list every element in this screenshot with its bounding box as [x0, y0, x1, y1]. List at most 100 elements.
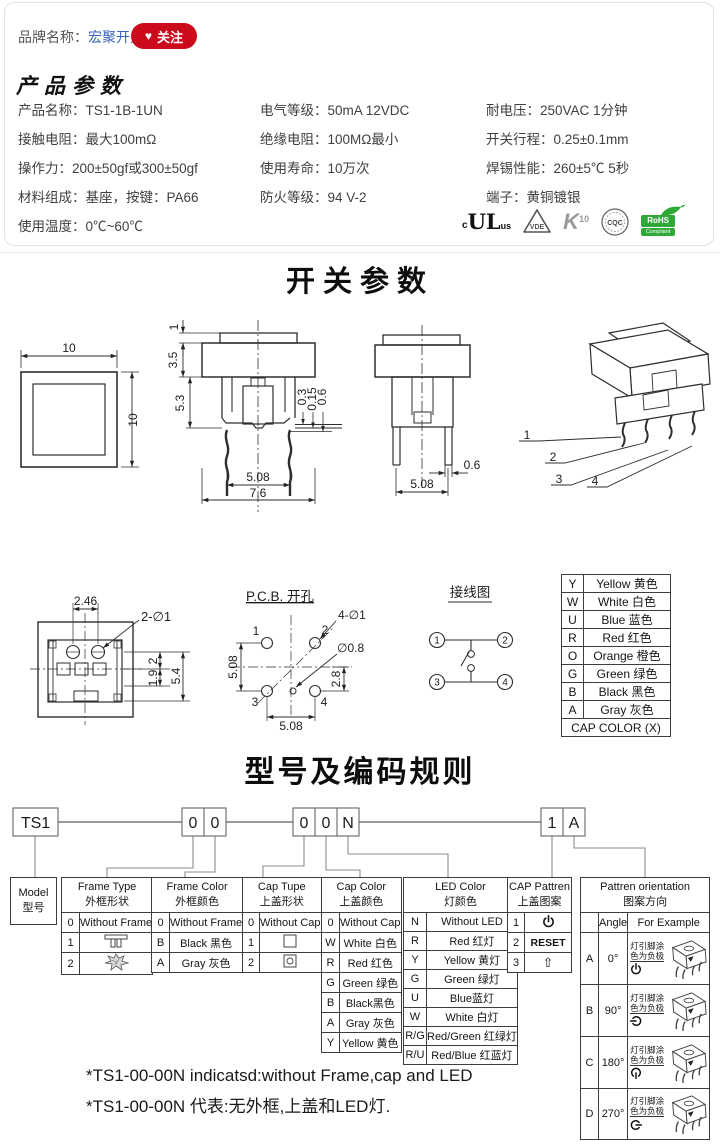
- dim-top-width: 10: [62, 341, 76, 355]
- dim-bv-19: 1.9: [146, 669, 160, 686]
- dim-bv-2d1: 2-∅1: [141, 609, 171, 624]
- mini-switch-iso: [665, 1042, 709, 1084]
- pcb-hole-2: 2: [322, 623, 329, 637]
- spec-insulation: 绝缘电阻：100MΩ最小: [260, 132, 399, 147]
- arrow-up-icon: ⇧: [524, 952, 572, 973]
- cap-pattern-table: CAP Pattren 上盖图案 1 2 RESET 3 ⇧: [507, 877, 572, 973]
- spec-contact-res: 接触电阻：最大100mΩ: [18, 132, 157, 147]
- pcb-hole-3: 3: [252, 695, 259, 709]
- dim-fv-53: 5.3: [173, 394, 187, 411]
- code-cap-color: 0: [322, 815, 331, 832]
- spec-temperature: 使用温度：0℃~60℃: [18, 219, 143, 234]
- code-cap-type: 0: [300, 815, 309, 832]
- dim-bv-54: 5.4: [169, 667, 183, 684]
- iso-pin-1: 1: [524, 428, 531, 442]
- product-info-card: [4, 2, 714, 246]
- orientation-example-c: 灯引脚涂 色为负极: [629, 1041, 709, 1085]
- top-view-drawing: [20, 350, 139, 468]
- orientation-example-a: 灯引脚涂 色为负极: [629, 937, 709, 981]
- spec-life: 使用寿命：10万次: [260, 161, 370, 176]
- code-frame-color: 0: [211, 815, 220, 832]
- section-title-switch-params: 开关参数: [285, 266, 434, 298]
- spec-force: 操作力：200±50gf或300±50gf: [18, 161, 198, 176]
- brand-name-link[interactable]: 宏聚开关: [88, 29, 144, 45]
- pcb-hole-4: 4: [321, 695, 328, 709]
- orientation-table: Pattren orientation 图案方向 Angle For Examp…: [579, 877, 711, 1140]
- wiring-terminal-1: 1: [434, 636, 440, 647]
- frame-profile-icon: [103, 933, 129, 949]
- code-orientation: A: [569, 815, 580, 832]
- dim-sv-508: 5.08: [410, 477, 434, 491]
- spec-product-name: 产品名称：TS1-1B-1UN: [18, 103, 163, 118]
- spec-solder: 焊锡性能：260±5℃ 5秒: [486, 161, 630, 176]
- ul-icon: c UL us: [462, 209, 512, 235]
- brand-row: 品牌名称：宏聚开关: [18, 27, 144, 47]
- coding-diagram: TS1 0 0 0 0 N 1 A: [12, 807, 646, 877]
- mini-switch-iso: [665, 1093, 709, 1135]
- power-icon: [542, 915, 555, 928]
- follow-label: 关注: [157, 29, 184, 45]
- code-frame-type: 0: [189, 815, 198, 832]
- spec-material: 材料组成：基座，按键：PA66: [18, 190, 199, 205]
- isometric-view-drawing: [519, 322, 711, 488]
- dim-fv-76: 7.6: [250, 486, 267, 500]
- side-view-drawing: [374, 325, 471, 496]
- dim-fv-508: 5.08: [246, 470, 270, 484]
- spec-flammability: 防火等级：94 V-2: [260, 190, 367, 205]
- cap-color-footer: CAP COLOR (X): [561, 718, 671, 737]
- vde-icon: VDE: [523, 209, 551, 233]
- certification-icons: c UL us VDE K 10 CQC RoHS Compliant: [462, 202, 708, 242]
- pcb-hole-1: 1: [253, 624, 260, 638]
- wiring-terminal-3: 3: [434, 678, 440, 689]
- frame-type-table: Frame Type 外框形状 0 Without Frame 1 2: [60, 877, 154, 975]
- angle-header: Angle: [597, 912, 629, 933]
- section-divider: [0, 252, 720, 253]
- dimension-drawings-row1: 10 10 1 3.5 5.3 0.3 0.15 0.6 5.08 7.6 0.…: [20, 320, 711, 512]
- dim-pcb-28: 2.8: [329, 670, 343, 687]
- svg-text:CQC: CQC: [607, 220, 623, 227]
- bottom-view-drawing: [30, 603, 190, 725]
- cap-type-table: Cap Tupe 上盖形状 0 Without Cap 1 2: [242, 877, 322, 973]
- mini-switch-iso: [665, 938, 709, 980]
- cqc-icon: CQC: [601, 208, 629, 236]
- cap-square-circle-icon: [283, 954, 297, 968]
- footnote-en: *TS1-00-00N indicatsd:without Frame,cap …: [86, 1066, 473, 1085]
- dim-fv-06: 0.6: [315, 388, 329, 405]
- brand-label: 品牌名称：: [18, 29, 88, 45]
- code-led-color: N: [342, 815, 354, 832]
- orientation-example-d: 灯引脚涂 色为负极: [629, 1092, 709, 1136]
- front-view-drawing: [179, 320, 342, 512]
- spec-travel: 开关行程：0.25±0.1mm: [486, 132, 629, 147]
- frame-color-table: Frame Color 外框颜色 0 Without Frame B Black…: [150, 877, 244, 973]
- wiring-title: 接线图: [450, 584, 491, 600]
- dim-pcb-4d1: 4-∅1: [338, 608, 366, 622]
- dim-fv-03: 0.3: [295, 388, 309, 405]
- dim-fv-35: 3.5: [166, 351, 180, 368]
- svg-text:VDE: VDE: [530, 224, 545, 231]
- dim-pcb-d08: ∅0.8: [337, 641, 364, 655]
- follow-button[interactable]: ♥ 关注: [131, 23, 197, 49]
- pcb-title: P.C.B. 开孔: [246, 589, 315, 604]
- wiring-diagram: [428, 601, 514, 691]
- mini-switch-iso: [665, 990, 709, 1032]
- dimension-drawings-row2: 2.46 2-∅1 2 1.9 5.4 P.C.B. 开孔 4-∅1 ∅0.8 …: [30, 584, 514, 733]
- example-header: For Example: [627, 912, 711, 933]
- section-title-coding-rules: 型号及编码规则: [244, 756, 476, 789]
- iso-pin-4: 4: [592, 474, 599, 488]
- power-icon-90deg: [630, 1015, 642, 1027]
- dim-sv-06: 0.6: [464, 458, 481, 472]
- footnote-zh: *TS1-00-00N 代表:无外框,上盖和LED灯.: [86, 1097, 391, 1116]
- power-icon-270deg: [630, 1119, 642, 1131]
- spec-withstand: 耐电压：250VAC 1分钟: [486, 103, 628, 118]
- power-icon-180deg: [630, 1067, 642, 1079]
- dim-pcb-508b: 5.08: [279, 719, 303, 733]
- power-icon-0deg: [630, 963, 642, 975]
- iso-pin-3: 3: [556, 472, 563, 486]
- rohs-icon: RoHS Compliant: [641, 205, 686, 237]
- dim-bv-2: 2: [146, 657, 160, 664]
- code-cap-pattern: 1: [548, 815, 557, 832]
- dim-fv-1: 1: [167, 323, 181, 330]
